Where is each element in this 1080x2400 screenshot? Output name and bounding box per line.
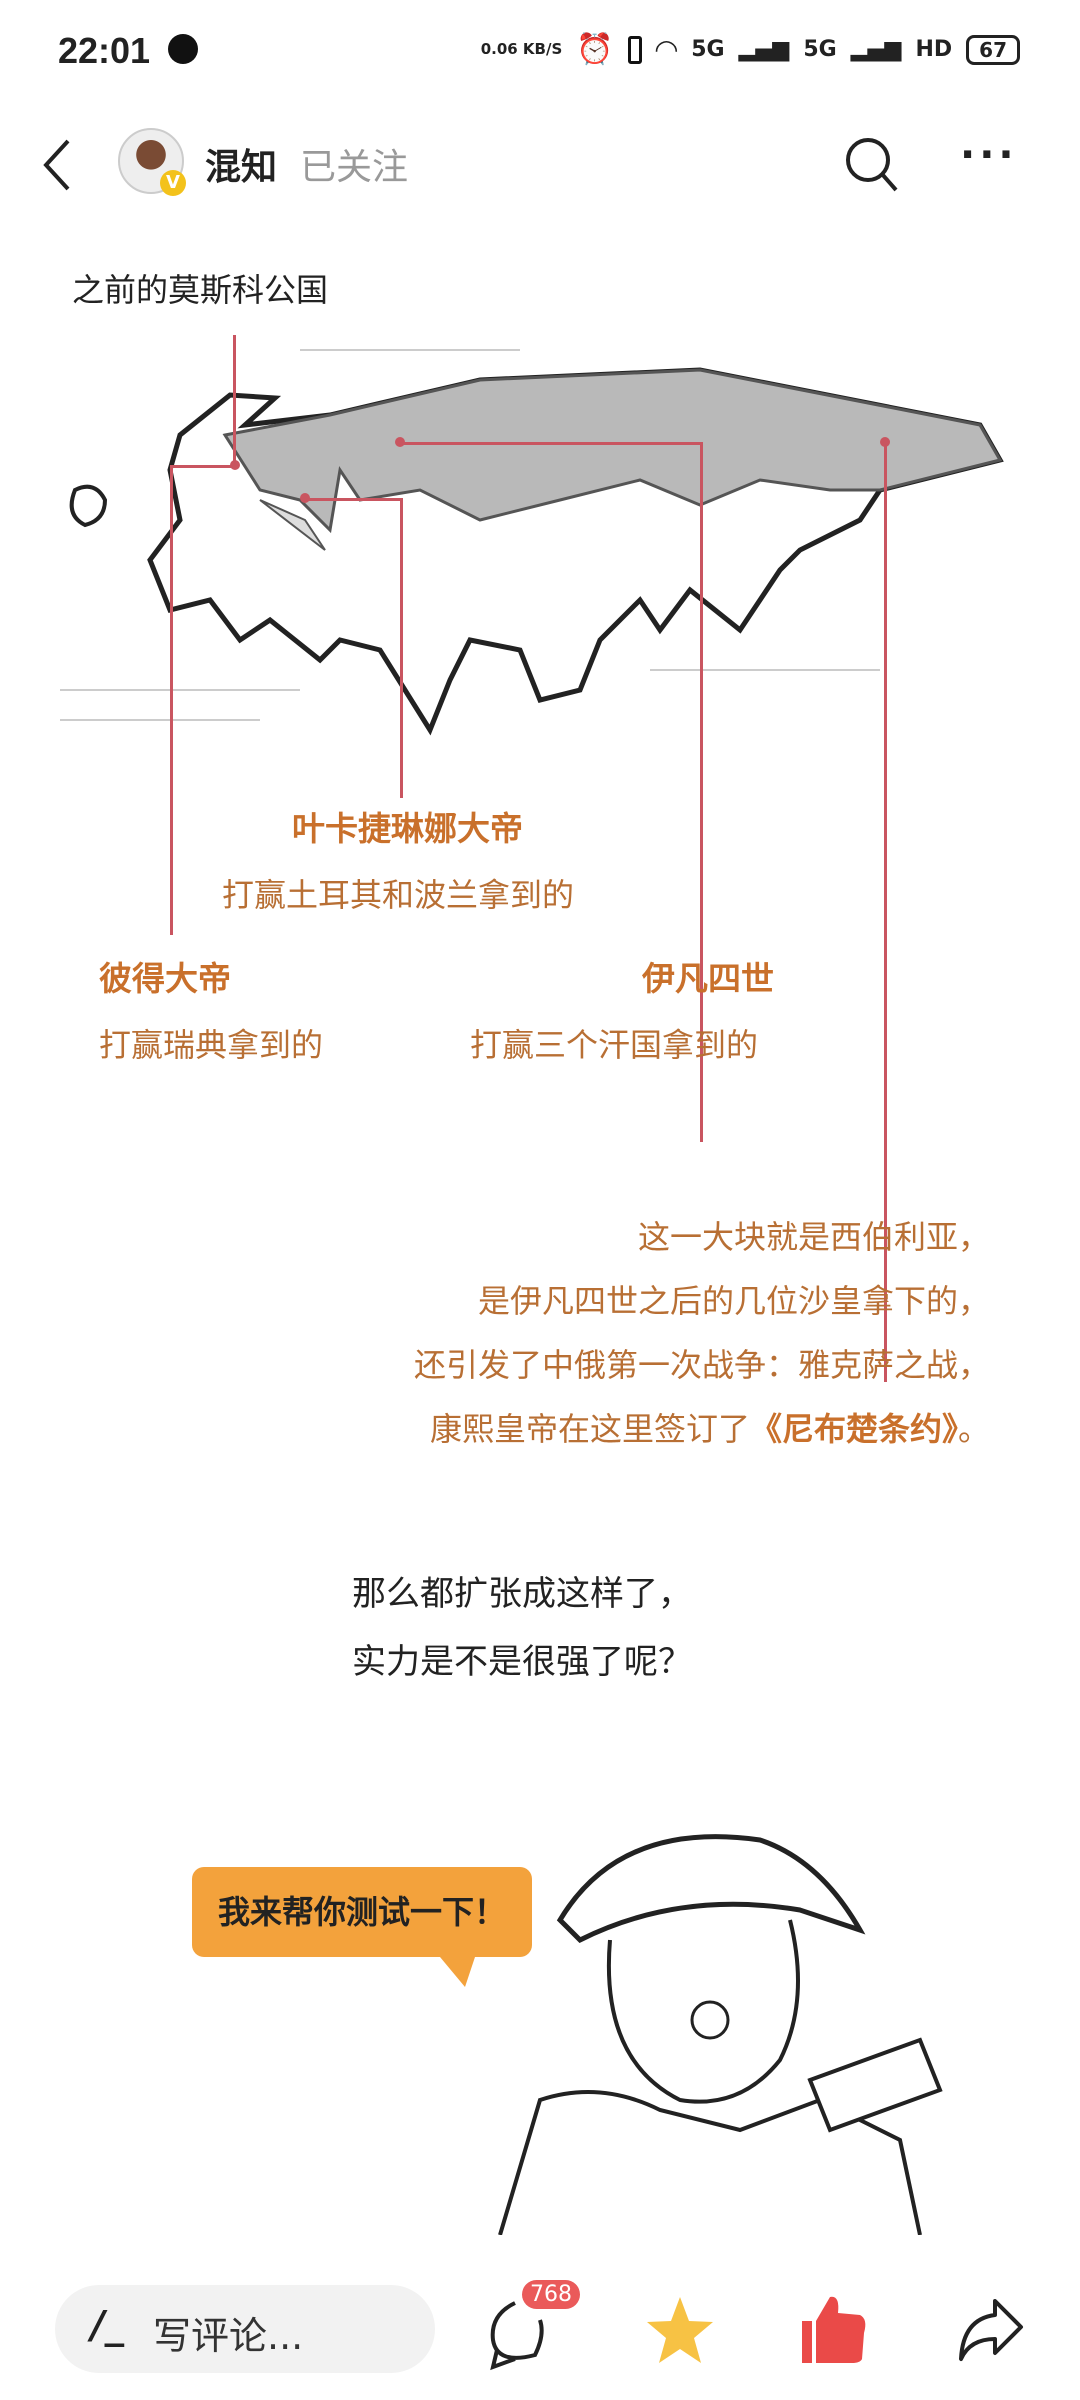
ivan-desc: 打赢三个汗国拿到的 — [470, 1026, 759, 1064]
siberia-text: 这一大块就是西伯利亚， 是伊凡四世之后的几位沙皇拿下的， 还引发了中俄第一次战争… — [414, 1205, 990, 1461]
siberia-line: 这一大块就是西伯利亚， — [637, 1218, 990, 1256]
share-icon[interactable] — [955, 2295, 1025, 2365]
more-icon[interactable]: ··· — [960, 132, 1018, 178]
like-icon[interactable] — [800, 2293, 870, 2365]
signal-1: 5G — [691, 37, 725, 62]
peter-desc: 打赢瑞典拿到的 — [99, 1026, 324, 1064]
alarm-icon: ⏰ — [576, 32, 614, 67]
article-image: 之前的莫斯科公国 叶卡捷琳娜大帝 打赢土耳其和波兰拿到的 彼得大帝 打赢瑞典拿到… — [0, 220, 1080, 2235]
wifi-icon: ◠ — [655, 33, 678, 66]
signal-2: 5G — [803, 37, 837, 62]
treaty-name: 《尼布楚条约》 — [749, 1410, 958, 1448]
siberia-line: 还引发了中俄第一次战争：雅克萨之战， — [413, 1346, 990, 1384]
comment-placeholder: 写评论... — [153, 2314, 304, 2358]
bottom-action-bar: /_ 写评论... 768 — [0, 2235, 1080, 2400]
siberia-line: 康熙皇帝在这里签订了 — [429, 1410, 750, 1448]
speech-bubble: 我来帮你测试一下！ — [192, 1867, 532, 1957]
avatar[interactable] — [118, 128, 184, 194]
signal-icon: ▂▄▆ — [738, 37, 790, 62]
search-icon[interactable] — [842, 134, 902, 196]
status-bar: 22:01 0.06 KB/S ⏰ ◠ 5G ▂▄▆ 5G ▂▄▆ HD 67 — [0, 0, 1080, 100]
net-speed: 0.06 KB/S — [480, 40, 563, 58]
app-notification-icon — [168, 34, 198, 64]
question-line: 那么都扩张成这样了， — [352, 1574, 692, 1614]
question-line: 实力是不是很强了呢？ — [352, 1642, 692, 1682]
signal-icon: ▂▄▆ — [850, 37, 902, 62]
bubble-tail — [440, 1957, 475, 1987]
peter-name: 彼得大帝 — [99, 959, 231, 998]
comment-count-badge: 768 — [522, 2280, 580, 2309]
ivan-name: 伊凡四世 — [642, 959, 774, 998]
battery: 67 — [966, 34, 1020, 65]
pen-icon: /_ — [91, 2303, 124, 2347]
siberia-line: 是伊凡四世之后的几位沙皇拿下的， — [477, 1282, 990, 1320]
catherine-desc: 打赢土耳其和波兰拿到的 — [222, 876, 575, 914]
moscow-label: 之前的莫斯科公国 — [72, 271, 329, 309]
russia-map-sketch — [60, 349, 1004, 736]
back-icon[interactable] — [40, 137, 74, 193]
author-name[interactable]: 混知 — [205, 147, 278, 188]
question-text: 那么都扩张成这样了， 实力是不是很强了呢？ — [352, 1560, 692, 1696]
hd-icon: HD — [915, 37, 953, 62]
clock: 22:01 — [58, 30, 151, 71]
siberia-end: 。 — [957, 1410, 990, 1448]
catherine-name: 叶卡捷琳娜大帝 — [292, 809, 523, 848]
comment-input[interactable]: /_ 写评论... — [55, 2285, 435, 2373]
star-icon[interactable] — [645, 2295, 715, 2365]
verified-badge-icon: V — [160, 170, 186, 196]
follow-status[interactable]: 已关注 — [300, 147, 409, 188]
vibrate-icon — [627, 35, 642, 64]
comment-icon[interactable] — [485, 2295, 555, 2375]
top-nav: V 混知 已关注 ··· — [0, 110, 1080, 220]
napoleon-cartoon — [498, 1834, 943, 2235]
